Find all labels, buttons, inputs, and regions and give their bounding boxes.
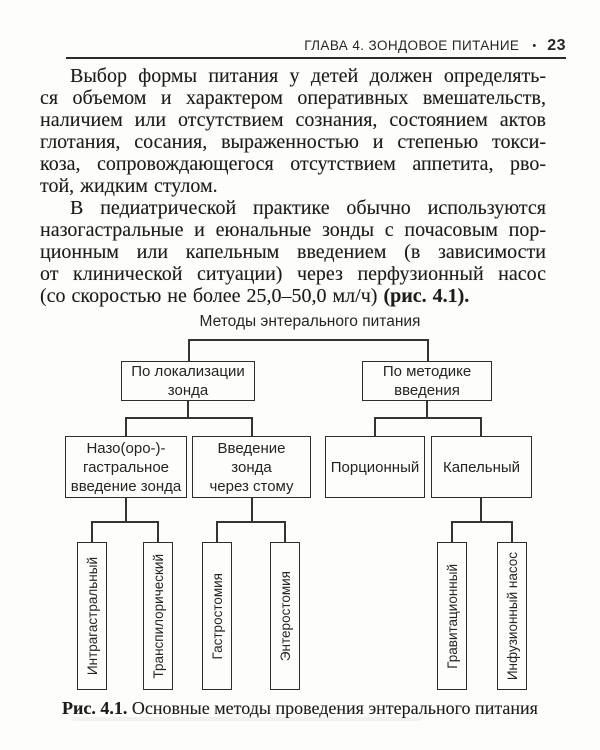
connector-line bbox=[427, 339, 429, 362]
node-label: Инфузионный насос bbox=[504, 551, 520, 681]
paragraph-line: глотания, сосания, выраженностью и степе… bbox=[40, 131, 546, 153]
node-label: зонда bbox=[231, 458, 272, 476]
connector-line bbox=[480, 498, 482, 522]
node-nasogastric-tube-introduction: Назо(оро-)- гастральное введение зонда bbox=[65, 436, 187, 498]
paragraph-line: ся объемом и характером оперативных вмеш… bbox=[40, 87, 546, 109]
node-label: Порционный bbox=[330, 458, 420, 476]
connector-line bbox=[188, 339, 428, 341]
node-gastrostomy: Гастростомия bbox=[202, 542, 232, 690]
node-enterostomy: Энтеростомия bbox=[270, 542, 300, 690]
node-transpyloric: Транспилорический bbox=[143, 542, 173, 690]
paragraph-line: Выбор формы питания у детей должен опред… bbox=[70, 65, 546, 87]
node-by-introduction-method: По методике введения bbox=[362, 361, 492, 401]
figure-caption-label: Рис. 4.1. bbox=[62, 698, 128, 718]
node-label: Гастростомия bbox=[209, 572, 225, 660]
connector-line bbox=[451, 521, 513, 523]
connector-line bbox=[125, 417, 127, 437]
connector-line bbox=[187, 401, 189, 418]
scan-artifact bbox=[72, 717, 422, 721]
paragraph-line: (со скоростью не более 25,0–50,0 мл/ч) (… bbox=[40, 285, 546, 307]
connector-line bbox=[251, 417, 253, 437]
node-portional: Порционный bbox=[325, 436, 425, 498]
node-gravitational: Гравитационный bbox=[437, 542, 467, 690]
diagram-title: Методы энтерального питания bbox=[199, 313, 421, 330]
figure-caption: Рис. 4.1. Основные методы проведения энт… bbox=[20, 698, 580, 719]
node-infusion-pump: Инфузионный насос bbox=[497, 542, 527, 690]
node-intragastric: Интрагастральный bbox=[77, 542, 107, 690]
node-label: Гравитационный bbox=[444, 563, 460, 669]
connector-line bbox=[216, 521, 218, 542]
paragraph-line: назогастральные и еюнальные зонды с поча… bbox=[40, 219, 546, 241]
connector-line bbox=[157, 521, 159, 542]
connector-line bbox=[451, 521, 453, 542]
node-label: через стому bbox=[209, 477, 294, 495]
connector-line bbox=[374, 417, 482, 419]
connector-line bbox=[511, 521, 513, 542]
header-bullet-separator: • bbox=[532, 40, 537, 52]
paragraph-line: В педиатрической практике обычно использ… bbox=[70, 197, 546, 219]
node-label: Транспилорический bbox=[150, 553, 166, 679]
connector-line bbox=[480, 417, 482, 437]
node-label: Интрагастральный bbox=[84, 556, 100, 676]
paragraph-line: ционным или капельным введением (в завис… bbox=[40, 241, 546, 263]
connector-line bbox=[125, 417, 253, 419]
header-rule bbox=[66, 57, 566, 59]
figure-reference: (рис. 4.1). bbox=[383, 285, 470, 307]
page-number: 23 bbox=[547, 37, 566, 54]
node-drip: Капельный bbox=[431, 436, 532, 498]
node-label: Капельный bbox=[442, 458, 521, 476]
connector-line bbox=[91, 521, 93, 542]
node-label: Назо(оро-)- bbox=[86, 439, 166, 457]
node-tube-through-stoma: Введение зонда через стому bbox=[192, 436, 311, 498]
connector-line bbox=[188, 339, 190, 362]
connector-line bbox=[91, 521, 159, 523]
connector-line bbox=[251, 498, 253, 522]
paragraph-line: наличием или отсутствием сознания, состо… bbox=[40, 109, 546, 131]
node-by-tube-localization: По локализации зонда bbox=[121, 361, 255, 401]
connector-line bbox=[374, 417, 376, 437]
connector-line bbox=[125, 498, 127, 522]
chapter-title: ГЛАВА 4. ЗОНДОВОЕ ПИТАНИЕ bbox=[304, 38, 520, 53]
paragraph-line: от клинической ситуации) через перфузион… bbox=[40, 263, 546, 285]
body-text: Выбор формы питания у детей должен опред… bbox=[40, 65, 546, 307]
page-header: ГЛАВА 4. ЗОНДОВОЕ ПИТАНИЕ • 23 bbox=[40, 37, 566, 55]
node-label: По локализации bbox=[131, 363, 245, 380]
node-label: Введение bbox=[217, 439, 286, 457]
connector-line bbox=[216, 521, 286, 523]
connector-line bbox=[426, 401, 428, 418]
connector-line bbox=[284, 521, 286, 542]
node-label: Энтеростомия bbox=[277, 570, 293, 662]
paragraph-text: (со скоростью не более 25,0–50,0 мл/ч) bbox=[40, 285, 384, 307]
paragraph-line: той, жидким стулом. bbox=[40, 175, 218, 197]
node-label: введение зонда bbox=[70, 477, 182, 495]
node-label: По методике bbox=[382, 363, 472, 380]
node-label: зонда bbox=[167, 382, 209, 399]
paragraph-line: коза, сопровождающегося отсутствием аппе… bbox=[40, 153, 546, 175]
figure-caption-text: Основные методы проведения энтерального … bbox=[127, 698, 538, 718]
node-label: гастральное bbox=[82, 458, 170, 476]
node-label: введения bbox=[394, 382, 460, 399]
